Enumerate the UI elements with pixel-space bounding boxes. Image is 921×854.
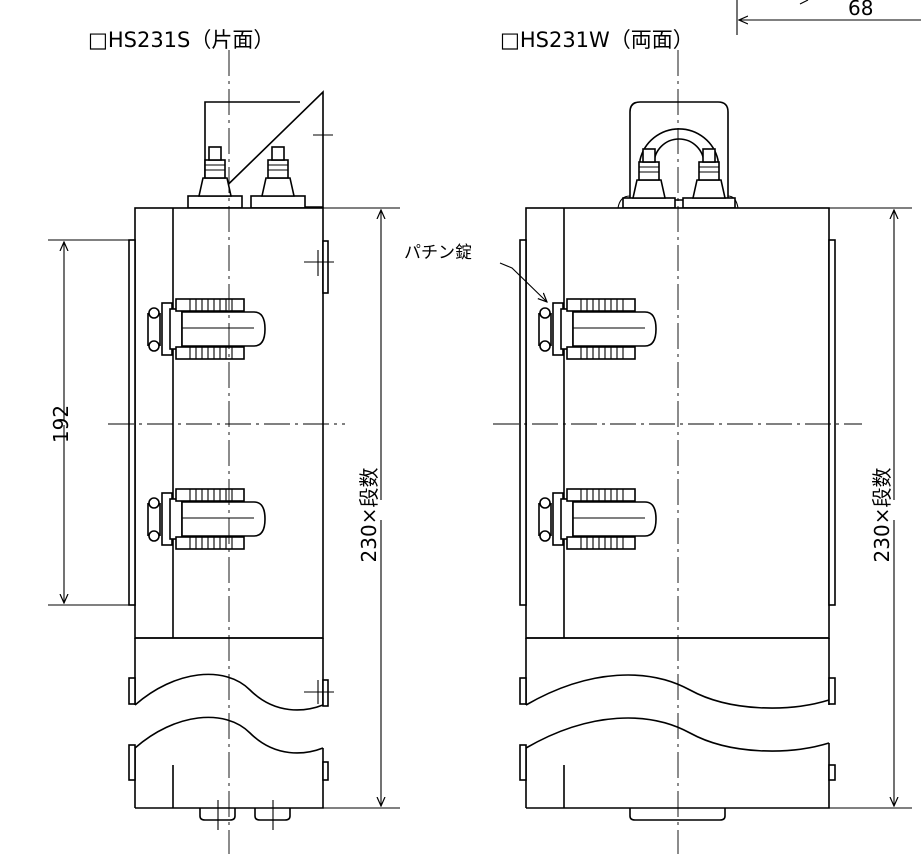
latch — [147, 298, 266, 360]
top-dim-label: 68 — [848, 0, 873, 20]
height-right-label: 230×段数 — [870, 468, 894, 563]
lower-section — [128, 638, 334, 830]
height-left-label: 230×段数 — [357, 468, 381, 563]
top-dimension: 68 — [736, 0, 921, 35]
height-dimension-left: 230×段数 — [323, 207, 400, 809]
height-dimension-right: 230×段数 — [829, 207, 912, 809]
single-sided-title: □HS231S（片面） — [88, 28, 274, 52]
double-sided-title: □HS231W（両面） — [500, 28, 694, 52]
dim-192-label: 192 — [49, 405, 73, 443]
single-sided-view: 192 230×段数 — [48, 50, 400, 854]
cable-gland — [187, 146, 243, 209]
latch-callout-label: パチン錠 — [404, 243, 472, 263]
latch — [538, 488, 657, 550]
cable-gland — [622, 148, 676, 209]
dimension-192: 192 — [48, 239, 130, 606]
latch — [538, 298, 657, 360]
lower-section — [519, 638, 836, 821]
enclosure-body — [519, 207, 836, 639]
double-sided-view: パチン錠 230×段数 — [404, 50, 912, 854]
enclosure-body — [128, 207, 334, 639]
cable-gland — [250, 146, 306, 209]
latch-callout: パチン錠 — [404, 243, 547, 302]
latch — [147, 488, 266, 550]
